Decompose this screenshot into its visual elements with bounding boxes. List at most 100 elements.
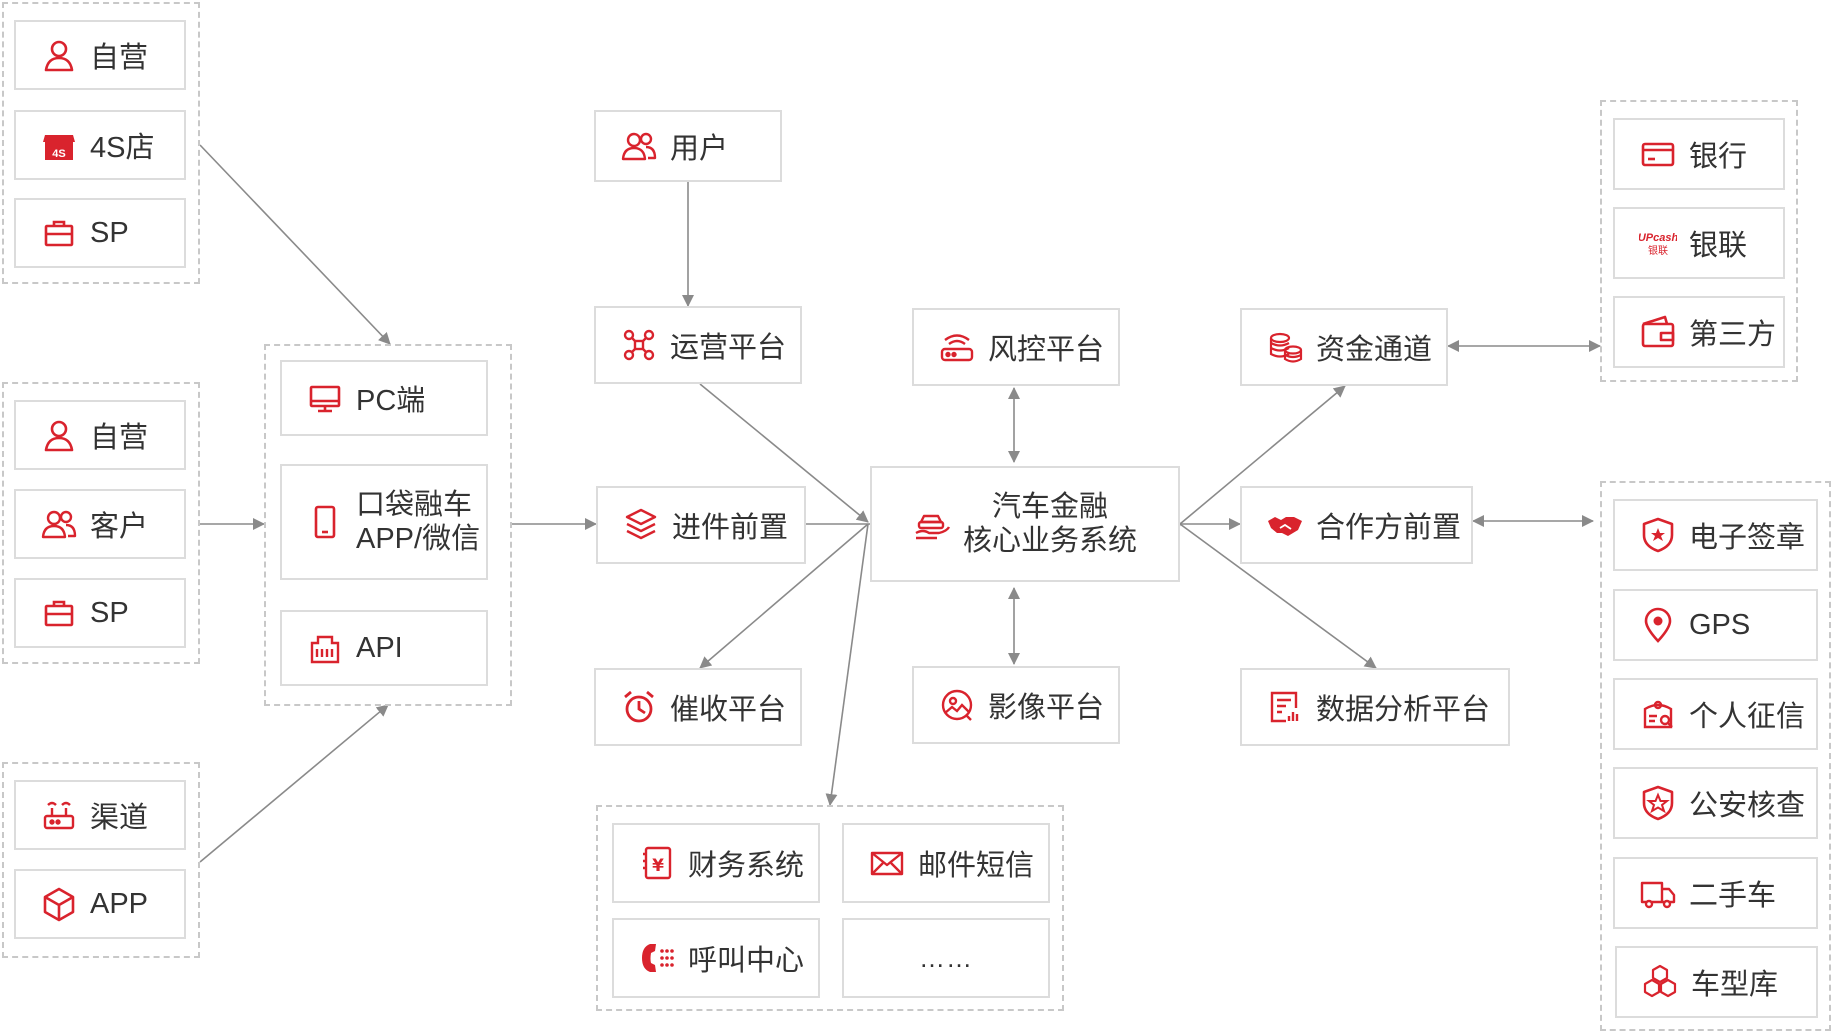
- platform-label: 催收平台: [670, 694, 787, 726]
- user-icon: [40, 416, 78, 454]
- system-label: 呼叫中心: [688, 945, 805, 977]
- source-customer[interactable]: 客户: [14, 489, 186, 559]
- truck-icon: [1639, 874, 1677, 912]
- more-ellipsis: ……: [919, 942, 973, 973]
- phone-keypad-icon: [638, 939, 676, 977]
- svg-text:UPcash: UPcash: [1639, 232, 1677, 244]
- bank-label: 银联: [1689, 230, 1748, 262]
- arrow-4s-to-channels: [199, 144, 391, 345]
- service-label: 个人征信: [1689, 701, 1806, 733]
- source-label: SP: [90, 596, 129, 629]
- service-e-signature[interactable]: 电子签章: [1613, 499, 1818, 571]
- channel-label-line-1: 口袋融车: [356, 489, 473, 521]
- service-label: 电子签章: [1689, 522, 1806, 554]
- police-badge-icon: [1639, 784, 1677, 822]
- monitor-icon: [306, 379, 344, 417]
- source-self-operated-2[interactable]: 自营: [14, 400, 186, 470]
- platform-core-system[interactable]: 汽车金融 核心业务系统: [870, 466, 1180, 582]
- service-vehicle-library[interactable]: 车型库: [1615, 946, 1818, 1018]
- service-label: 二手车: [1689, 880, 1777, 912]
- store-4s-icon: 4S: [40, 126, 78, 164]
- system-finance[interactable]: ¥ 财务系统: [612, 823, 820, 903]
- platform-label: 影像平台: [988, 692, 1105, 724]
- system-more[interactable]: ……: [842, 918, 1050, 998]
- platform-user[interactable]: 用户: [594, 110, 782, 182]
- svg-text:银联: 银联: [1648, 244, 1668, 257]
- bank-card-icon: [1639, 135, 1677, 173]
- finance-doc-icon: ¥: [638, 844, 676, 882]
- bank-bank[interactable]: 银行: [1613, 118, 1785, 190]
- source-self-operated-1[interactable]: 自营: [14, 20, 186, 90]
- channel-label: API: [356, 631, 403, 664]
- system-label: 财务系统: [688, 850, 805, 882]
- credit-icon: [1639, 695, 1677, 733]
- router-icon: [40, 796, 78, 834]
- platform-label: 合作方前置: [1316, 512, 1462, 544]
- platform-imaging[interactable]: 影像平台: [912, 666, 1120, 744]
- source-sp-1[interactable]: SP: [14, 198, 186, 268]
- source-label: 4S店: [90, 132, 155, 164]
- support-system-group: [596, 805, 1064, 1011]
- source-group-2: [2, 382, 200, 664]
- bank-third-party[interactable]: 第三方: [1613, 296, 1785, 368]
- source-channel[interactable]: 渠道: [14, 780, 186, 850]
- platform-risk[interactable]: 风控平台: [912, 308, 1120, 386]
- channel-label-line-2: APP/微信: [356, 523, 481, 555]
- source-group-3: [2, 762, 200, 958]
- svg-text:¥: ¥: [652, 856, 664, 876]
- service-police-verification[interactable]: 公安核查: [1613, 767, 1818, 839]
- platform-collection[interactable]: 催收平台: [594, 668, 802, 746]
- core-system-label: 汽车金融 核心业务系统: [963, 490, 1137, 558]
- source-label: SP: [90, 216, 129, 249]
- service-gps[interactable]: GPS: [1613, 589, 1818, 661]
- source-label: APP: [90, 887, 149, 920]
- service-label: 车型库: [1691, 969, 1779, 1001]
- cube-icon: [40, 885, 78, 923]
- system-call-center[interactable]: 呼叫中心: [612, 918, 820, 998]
- channel-api[interactable]: API: [280, 610, 488, 686]
- core-system-line-2: 核心业务系统: [962, 525, 1137, 557]
- channel-group: [264, 344, 512, 706]
- source-group-1: [2, 2, 200, 284]
- user-icon: [40, 36, 78, 74]
- platform-analytics[interactable]: 数据分析平台: [1240, 668, 1510, 746]
- system-label: 邮件短信: [918, 850, 1035, 882]
- briefcase-icon: [40, 594, 78, 632]
- channel-pc[interactable]: PC端: [280, 360, 488, 436]
- platform-operations[interactable]: 运营平台: [594, 306, 802, 384]
- location-pin-icon: [1639, 606, 1677, 644]
- phone-icon: [306, 503, 344, 541]
- users-icon: [620, 127, 658, 165]
- platform-label: 数据分析平台: [1316, 694, 1491, 726]
- handshake-icon: [1266, 506, 1304, 544]
- arrow-core-to-bottom-group: [825, 523, 869, 806]
- risk-icon: [938, 328, 976, 366]
- platform-partner[interactable]: 合作方前置: [1240, 486, 1473, 564]
- layers-icon: [622, 506, 660, 544]
- network-icon: [620, 326, 658, 364]
- channel-mobile-app[interactable]: 口袋融车 APP/微信: [280, 464, 488, 580]
- source-label: 客户: [90, 511, 149, 543]
- svg-text:4S: 4S: [52, 148, 65, 160]
- bank-group: [1600, 100, 1798, 382]
- bank-label: 银行: [1689, 141, 1748, 173]
- report-icon: [1266, 688, 1304, 726]
- alarm-clock-icon: [620, 688, 658, 726]
- boxes-icon: [1641, 963, 1679, 1001]
- seal-icon: [1639, 516, 1677, 554]
- service-used-car[interactable]: 二手车: [1613, 857, 1818, 929]
- briefcase-icon: [40, 214, 78, 252]
- platform-intake[interactable]: 进件前置: [596, 486, 806, 564]
- source-sp-2[interactable]: SP: [14, 578, 186, 648]
- api-icon: [306, 629, 344, 667]
- source-app[interactable]: APP: [14, 869, 186, 939]
- source-label: 自营: [90, 42, 149, 74]
- system-mail-sms[interactable]: 邮件短信: [842, 823, 1050, 903]
- core-system-line-1: 汽车金融: [991, 491, 1108, 523]
- source-4s-store[interactable]: 4S 4S店: [14, 110, 186, 180]
- platform-funding[interactable]: 资金通道: [1240, 308, 1448, 386]
- service-personal-credit[interactable]: 个人征信: [1613, 678, 1818, 750]
- source-label: 自营: [90, 422, 149, 454]
